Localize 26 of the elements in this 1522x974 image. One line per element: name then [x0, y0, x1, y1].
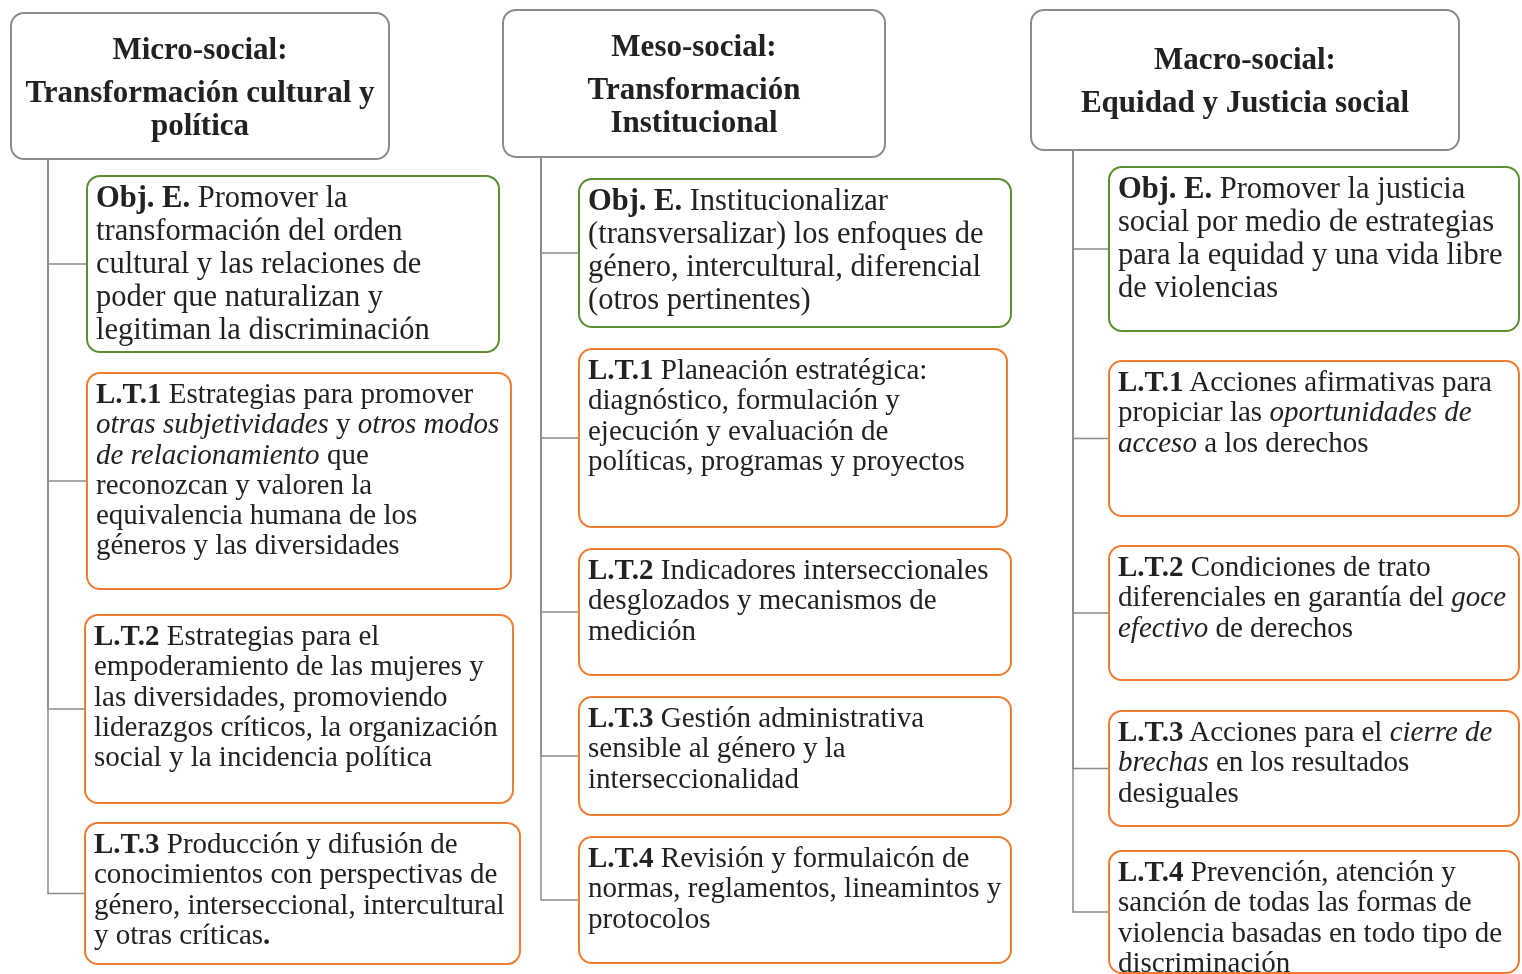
- box-text: L.T.4 Prevención, atención y sanción de todas las formas de violencia basadas en todo tipo de discriminación: [1118, 856, 1504, 974]
- objective-box: [1108, 166, 1520, 332]
- header-title: Meso-social:: [611, 29, 777, 62]
- objective-box: [86, 175, 500, 353]
- box-text: Obj. E. Promover la justicia social por medio de estrategias para la equidad y una vida libre de violencias: [1118, 172, 1504, 304]
- header-box: [502, 9, 886, 158]
- header-title: Micro-social:: [112, 31, 288, 65]
- header-box: [10, 12, 390, 160]
- box-text: Obj. E. Institucionalizar (transversalizar) los enfoques de género, intercultural, diferencial (otros pertinentes): [588, 184, 985, 316]
- box-text: L.T.2 Condiciones de trato diferenciales en garantía del goce efectivo de derechos: [1118, 551, 1508, 642]
- box-text: L.T.1 Planeación estratégica: diagnóstico, formulación y ejecución y evaluación de políticas, programas y proyectos: [588, 354, 966, 476]
- header-subtitle: Transformación cultural y política: [24, 74, 376, 141]
- header-box: [1030, 9, 1460, 151]
- objective-box: [578, 178, 1012, 328]
- box-text: L.T.2 Estrategias para el empoderamiento de las mujeres y las diversidades, promoviendo liderazgos críticos, la organización social y la incidencia política: [94, 620, 499, 772]
- box-text: Obj. E. Promover la transformación del orden cultural y las relaciones de poder que naturalizan y legitiman la discriminación: [96, 181, 431, 346]
- box-text: L.T.3 Acciones para el cierre de brechas en los resultados desiguales: [1118, 716, 1494, 807]
- box-text: L.T.1 Estrategias para promover otras subjetividades y otros modos de relacionamiento que reconozcan y valoren la equivalencia humana de los géneros y las diversidades: [96, 378, 501, 560]
- header-subtitle: Equidad y Justicia social: [1080, 85, 1410, 118]
- box-text: L.T.2 Indicadores interseccionales desglozados y mecanismos de medición: [588, 554, 990, 645]
- box-text: L.T.3 Producción y difusión de conocimientos con perspectivas de género, interseccional, intercultural y otras críticas.: [94, 828, 506, 950]
- box-text: L.T.4 Revisión y formulaicón de normas, reglamentos, lineamintos y protocolos: [588, 842, 1002, 933]
- box-text: L.T.1 Acciones afirmativas para propiciar las oportunidades de acceso a los derechos: [1118, 366, 1493, 457]
- header-title: Macro-social:: [1154, 42, 1336, 75]
- box-text: L.T.3 Gestión administrativa sensible al género y la interseccionalidad: [588, 702, 926, 793]
- header-subtitle: Transformación Institucional: [586, 72, 802, 138]
